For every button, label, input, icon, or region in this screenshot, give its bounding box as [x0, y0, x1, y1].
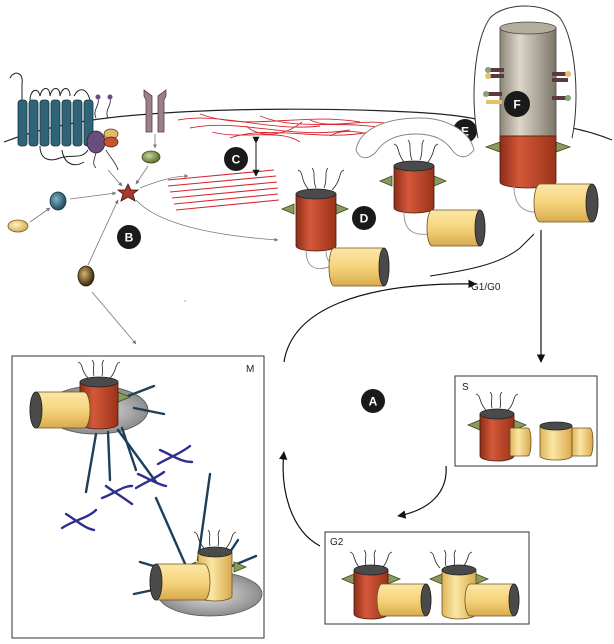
badge-c: C	[224, 147, 248, 171]
badge-f-label: F	[513, 98, 520, 112]
badge-b-label: B	[125, 231, 134, 245]
g-protein-icon	[86, 94, 119, 171]
phase-g2-label: G2	[330, 537, 344, 548]
cilium-receptor-icon	[552, 95, 571, 101]
gpcr-icon	[9, 72, 94, 166]
cilium-receptor-icon	[485, 67, 504, 79]
brown-molecule-icon	[77, 265, 95, 287]
phase-s-box: S	[454, 375, 598, 467]
cilium-receptor-icon	[552, 71, 571, 82]
cycle-arrow-m-g1	[283, 279, 477, 363]
centrosome-vesicle	[355, 117, 486, 247]
channel-icon	[141, 89, 167, 164]
cycle-arrow-s-g2	[397, 465, 447, 519]
badge-b: B	[117, 225, 141, 249]
badge-d-label: D	[360, 212, 369, 226]
cilium-receptor-icon	[483, 91, 502, 104]
star-icon	[116, 183, 140, 202]
phase-g2-box: G2	[324, 531, 530, 625]
pale-molecule-icon	[7, 219, 29, 233]
primary-cilium: F	[473, 5, 599, 223]
badge-d: D	[352, 206, 376, 230]
badge-a: A	[361, 389, 385, 413]
cycle-arrow-g2-m	[278, 451, 321, 547]
phase-m-box: M	[11, 355, 265, 639]
phase-m-label: M	[246, 364, 254, 375]
centrosome-d	[280, 167, 390, 287]
badge-a-label: A	[369, 395, 378, 409]
phase-s-label: S	[462, 382, 469, 393]
actin-network	[177, 113, 396, 143]
blue-molecule-icon	[49, 191, 67, 211]
badge-c-label: C	[232, 153, 241, 167]
chromosome-icon	[60, 444, 194, 532]
badge-f: F	[504, 91, 530, 117]
badge-e-label: E	[461, 125, 469, 139]
g1-bracket	[429, 233, 535, 277]
phase-g1-label: G1/G0	[471, 282, 501, 293]
